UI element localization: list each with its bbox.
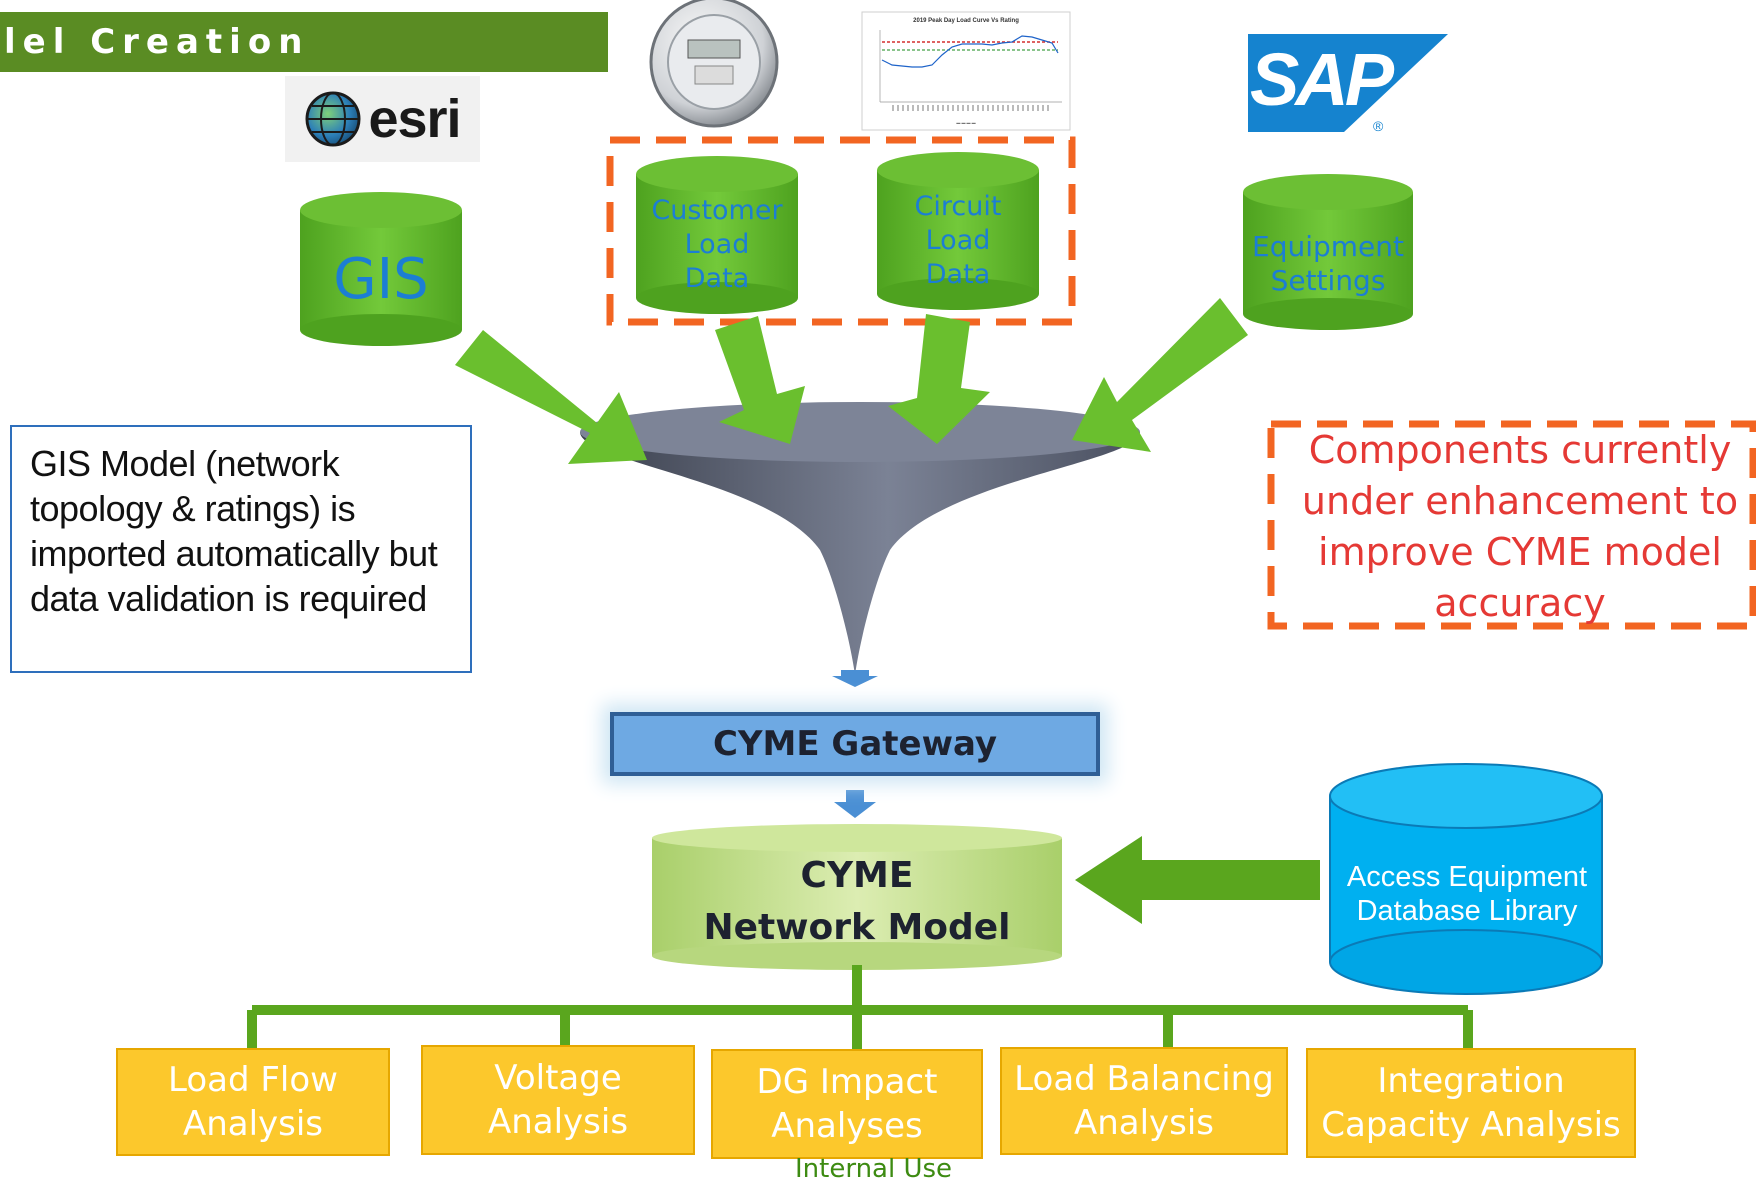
sap-registered-mark: ® [1373, 118, 1384, 134]
sap-logo-text: SAP [1250, 38, 1394, 121]
load-balancing-line-2: Analysis [1073, 1103, 1215, 1143]
voltage-line-1: Voltage [494, 1058, 622, 1098]
circuit-load-cylinder [877, 152, 1039, 310]
enhancement-note: Components currently under enhancement t… [1301, 428, 1739, 625]
circuit-load-arrow [888, 314, 990, 444]
load-curve-thumbnail: 2019 Peak Day Load Curve Vs Rating ▬ ▬ ▬… [861, 11, 1071, 131]
voltage-line-2: Analysis [487, 1102, 629, 1142]
circuit-load-line-2: Load [925, 225, 991, 256]
load-flow-line-1: Load Flow [168, 1060, 338, 1100]
customer-load-arrow [715, 316, 805, 444]
equipment-line-1: Equipment [1252, 230, 1404, 263]
equipment-line-2: Settings [1270, 264, 1386, 297]
cyme-network-model-label: CYME Network Model [652, 850, 1062, 954]
dg-impact-line-1: DG Impact [756, 1062, 938, 1102]
access-equipment-label: Access Equipment Database Library [1332, 860, 1602, 928]
integration-line-1: Integration [1377, 1061, 1565, 1101]
svg-text:▬ ▬ ▬ ▬: ▬ ▬ ▬ ▬ [956, 120, 975, 125]
funnel-to-gateway-arrow [832, 670, 878, 687]
circuit-load-line-1: Circuit [914, 191, 1002, 222]
gis-arrow [455, 330, 647, 464]
customer-load-label: Customer Load Data [636, 194, 798, 296]
load-curve-title: 2019 Peak Day Load Curve Vs Rating [913, 18, 1019, 24]
integration-line-2: Capacity Analysis [1321, 1105, 1621, 1145]
customer-load-line-2: Load [684, 229, 750, 260]
gis-model-note: GIS Model (network topology & ratings) i… [10, 425, 472, 673]
analysis-connectors [247, 965, 1473, 1055]
electric-meter-icon [649, 0, 779, 128]
gis-database-cylinder [300, 192, 462, 346]
gateway-to-model-arrow [834, 790, 876, 818]
access-line-2: Database Library [1356, 895, 1578, 927]
source-highlight-dashed-box [606, 136, 1076, 326]
circuit-load-label: Circuit Load Data [877, 190, 1039, 292]
access-to-model-arrow [1075, 836, 1320, 924]
load-flow-line-2: Analysis [182, 1104, 324, 1144]
cyme-network-model-cylinder [652, 824, 1062, 970]
page-title: lel Creation [0, 12, 608, 72]
esri-logo: esri [285, 76, 480, 162]
access-database-cylinder [1329, 763, 1603, 995]
enhancement-dashed-box [1267, 420, 1756, 630]
dg-impact-line-2: Analyses [771, 1106, 923, 1146]
equipment-settings-cylinder [1243, 174, 1413, 330]
customer-load-cylinder [636, 156, 798, 314]
customer-load-line-3: Data [684, 263, 750, 294]
circuit-load-line-3: Data [925, 259, 991, 290]
access-line-1: Access Equipment [1346, 861, 1588, 893]
input-arrows [455, 298, 1248, 464]
equipment-settings-label: Equipment Settings [1243, 230, 1413, 298]
gis-label: GIS [333, 247, 429, 312]
esri-globe-icon [305, 91, 361, 147]
load-balancing-line-1: Load Balancing [1014, 1059, 1274, 1099]
customer-load-line-1: Customer [651, 195, 783, 226]
esri-logo-text: esri [368, 89, 461, 149]
cyme-gateway: CYME Gateway [610, 712, 1100, 776]
network-model-line-2: Network Model [703, 907, 1011, 948]
internal-use-footer: Internal Use [795, 1158, 953, 1178]
equipment-arrow [1072, 298, 1248, 452]
funnel [580, 402, 1140, 675]
network-model-line-1: CYME [800, 855, 914, 896]
